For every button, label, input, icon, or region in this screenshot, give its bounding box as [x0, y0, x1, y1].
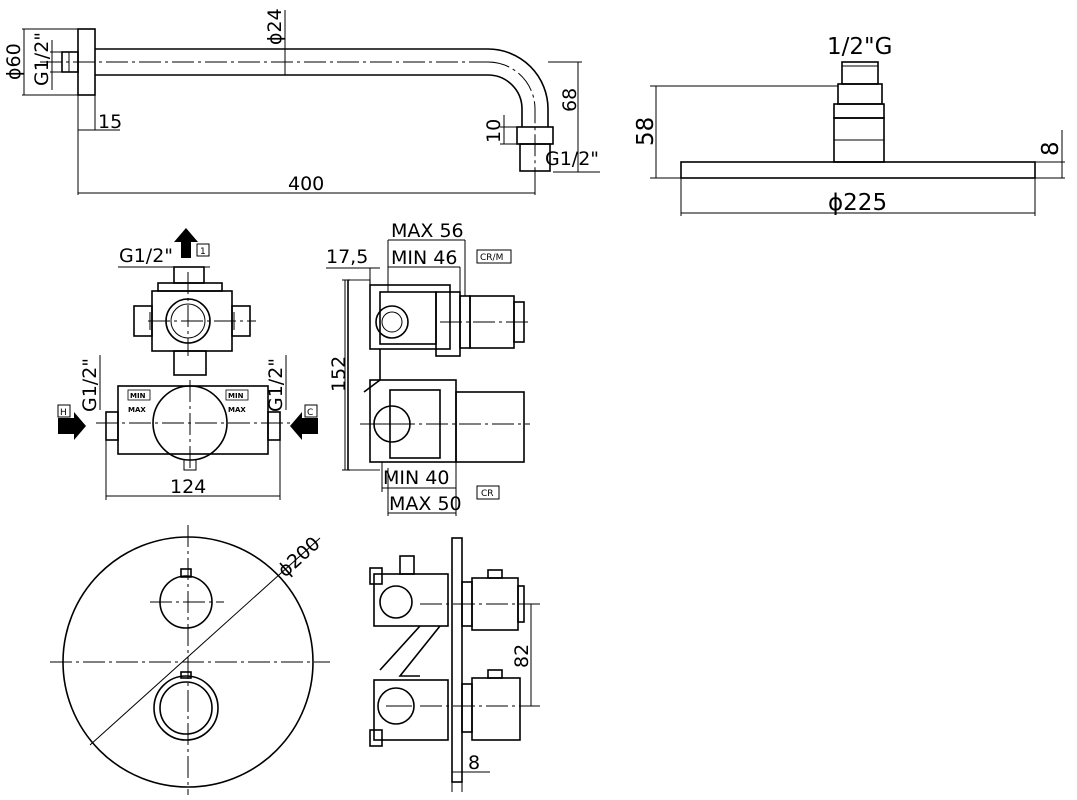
- arm-drop-label: 68: [559, 88, 581, 112]
- head-thickness-label: 8: [1038, 141, 1064, 156]
- side-min-top-label: MIN 46: [391, 247, 457, 269]
- front-right-thread-label: G1/2": [265, 358, 287, 412]
- head-disc: [680, 161, 1036, 179]
- hot-inlet-arrow-icon: [58, 412, 86, 440]
- plate-side-view: 82 8: [369, 537, 540, 792]
- outlet-number: 1: [200, 247, 206, 257]
- arm-wall-thread-label: G1/2": [31, 32, 53, 86]
- arm-outlet-thread-label: G1/2": [545, 148, 599, 170]
- front-width-label: 124: [170, 476, 206, 498]
- side-max-bottom-label: MAX 50: [389, 493, 462, 515]
- front-left-thread-label: G1/2": [79, 358, 101, 412]
- side-tag-bottom: CR: [481, 489, 494, 499]
- arm-length-label: 400: [288, 173, 324, 195]
- side-offset-label: 17,5: [326, 246, 368, 268]
- side-tag-top: CR/M: [480, 253, 503, 263]
- arm-tube-dia-label: ϕ24: [264, 8, 286, 45]
- front-top-thread-label: G1/2": [119, 245, 173, 267]
- arm-tube: [95, 48, 549, 127]
- side-min-bottom-label: MIN 40: [383, 467, 449, 489]
- arm-flange-depth-label: 15: [98, 111, 122, 133]
- head-diameter-label: ϕ225: [828, 190, 887, 216]
- plate-front-view: ϕ200: [50, 525, 330, 795]
- valve-side-view: 17,5 MAX 56 MIN 46 CR/M 152 MIN 40 MAX 5…: [326, 220, 530, 516]
- arm-flange-dia-label: ϕ60: [3, 43, 25, 80]
- lower-handle: [153, 675, 219, 741]
- side-height-label: 152: [328, 356, 350, 392]
- plate-spacing-label: 82: [511, 644, 533, 668]
- cold-inlet-arrow-icon: [290, 412, 318, 440]
- plate-edge: [451, 537, 463, 783]
- outlet-arrow-icon: [174, 228, 198, 258]
- head-connector: [833, 103, 885, 119]
- max-badge-right: MAX: [228, 406, 246, 414]
- max-badge-left: MAX: [128, 406, 146, 414]
- side-max-top-label: MAX 56: [391, 220, 464, 242]
- min-badge-right: MIN: [228, 392, 244, 400]
- head-thread-label: 1/2"G: [827, 34, 892, 60]
- hot-label: H: [60, 408, 67, 418]
- thermostat-knob: [455, 391, 525, 463]
- arm-outlet-len-label: 10: [483, 119, 505, 143]
- shower-head-view: 1/2"G 58 8 ϕ225: [633, 34, 1065, 216]
- shower-arm-view: ϕ60 G1/2" ϕ24 15 68 10 G1/2" 400: [3, 8, 600, 195]
- valve-front-view: 1 G1/2" MIN MAX MIN MAX G1/2": [57, 228, 318, 500]
- side-thermostat-knob: [471, 677, 521, 741]
- cold-label: C: [307, 408, 313, 418]
- min-badge-left: MIN: [130, 392, 146, 400]
- head-height-label: 58: [633, 117, 659, 146]
- plate-thickness-label: 8: [468, 752, 480, 774]
